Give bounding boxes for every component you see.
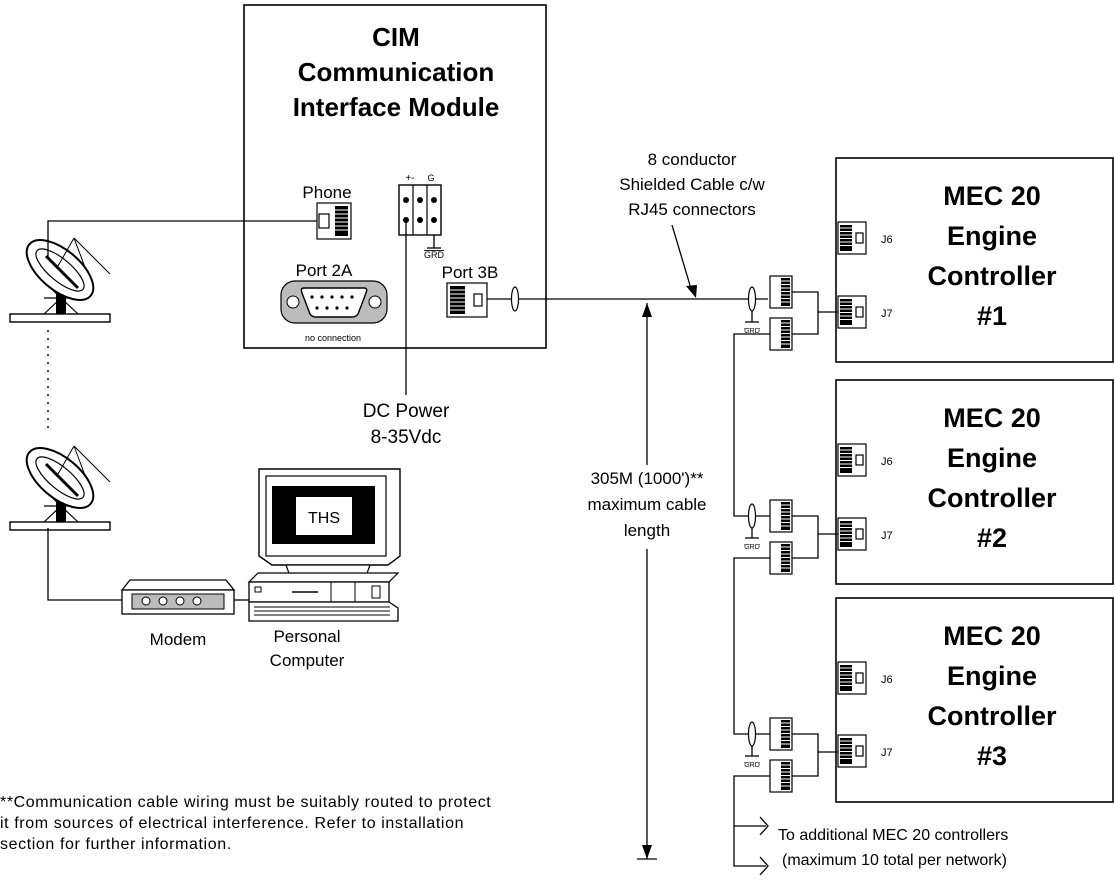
controller-3-j7-label: J7 xyxy=(881,747,893,759)
controller-1-j7-label: J7 xyxy=(881,308,893,320)
pc-screen-text: THS xyxy=(308,510,340,527)
satellite-dish-icon xyxy=(8,435,112,532)
controller-2-j6-label: J6 xyxy=(881,456,893,468)
controller-3-j6-jack xyxy=(837,661,867,695)
controller-2-line-4: #2 xyxy=(977,523,1007,553)
cable-label-line-1: 8 conductor xyxy=(648,150,737,169)
pc-label-line-1: Personal xyxy=(273,627,340,646)
daisy-chain-wires xyxy=(733,333,770,876)
dc-power-label-line-1: DC Power xyxy=(363,401,450,422)
power-polarity-label: +- xyxy=(405,173,414,184)
t-adapter-1 xyxy=(769,275,838,351)
phone-line xyxy=(47,220,317,258)
controller-2-line-1: MEC 20 xyxy=(943,403,1041,433)
t-adapter-3 xyxy=(769,717,838,793)
port-3b-jack xyxy=(446,282,488,318)
controller-1-line-3: Controller xyxy=(927,261,1056,291)
grd-label-1: GRD xyxy=(744,328,760,335)
cim-title-line-2: Communication xyxy=(298,57,494,87)
controller-1-line-1: MEC 20 xyxy=(943,181,1041,211)
grd-label-2: GRD xyxy=(744,544,760,551)
controller-2: MEC 20 Engine Controller #2 J6 J7 xyxy=(835,379,1114,585)
controller-3-line-2: Engine xyxy=(947,661,1037,691)
controller-1-line-2: Engine xyxy=(947,221,1037,251)
controller-2-j7-jack xyxy=(837,517,867,551)
cable-pointer-arrow xyxy=(671,224,697,298)
modem-line xyxy=(47,528,122,601)
cim-title-line-1: CIM xyxy=(372,22,420,52)
cim-grd-label: GRD xyxy=(424,250,445,260)
power-terminal-block xyxy=(398,184,442,236)
grd-label-3: GRD xyxy=(744,762,760,769)
cim-title-line-3: Interface Module xyxy=(293,92,500,122)
cable-length-dimension xyxy=(637,303,657,860)
cable-label-line-3: RJ45 connectors xyxy=(628,200,756,219)
cim-module: CIM Communication Interface Module Phone… xyxy=(243,4,547,349)
network-cable xyxy=(487,286,768,323)
controller-2-box xyxy=(835,379,1114,585)
controller-3-line-1: MEC 20 xyxy=(943,621,1041,651)
controller-1-j7-jack xyxy=(837,295,867,329)
personal-computer-icon xyxy=(247,468,401,622)
modem-icon xyxy=(120,579,236,615)
controller-3-j7-jack xyxy=(837,734,867,768)
additional-controllers-line-1: To additional MEC 20 controllers xyxy=(778,827,1008,844)
controller-3-j6-label: J6 xyxy=(881,674,893,686)
dc-power-label-line-2: 8-35Vdc xyxy=(371,427,442,448)
controller-1-box xyxy=(835,157,1114,363)
satellite-dish-icon xyxy=(8,227,112,324)
controller-3: MEC 20 Engine Controller #3 J6 J7 xyxy=(835,597,1114,803)
controller-2-j7-label: J7 xyxy=(881,530,893,542)
t-adapter-2 xyxy=(769,499,838,575)
controller-1-j6-jack xyxy=(837,221,867,255)
length-label-background xyxy=(548,465,748,549)
cable-label-line-2: Shielded Cable c/w xyxy=(619,175,765,194)
controller-2-line-2: Engine xyxy=(947,443,1037,473)
port-2a-note: no connection xyxy=(305,333,361,343)
controller-2-line-3: Controller xyxy=(927,483,1056,513)
power-ground-terminal-label: G xyxy=(427,173,434,183)
controller-1-j6-label: J6 xyxy=(881,234,893,246)
controller-3-line-4: #3 xyxy=(977,741,1007,771)
length-label-line-3: length xyxy=(624,521,670,540)
phone-port-label: Phone xyxy=(302,183,351,202)
modem-label: Modem xyxy=(150,630,207,649)
port-2a-label: Port 2A xyxy=(296,261,353,280)
length-label-line-2: maximum cable xyxy=(587,495,706,514)
controller-1: MEC 20 Engine Controller #1 J6 J7 xyxy=(835,157,1114,363)
pc-label-line-2: Computer xyxy=(270,651,345,670)
additional-controllers-line-2: (maximum 10 total per network) xyxy=(782,852,1007,869)
port-2a-db9-connector xyxy=(280,280,388,324)
port-3b-label: Port 3B xyxy=(442,263,499,282)
cable-routing-footnote: **Communication cable wiring must be sui… xyxy=(0,794,492,853)
controller-1-line-4: #1 xyxy=(977,301,1007,331)
controller-3-line-3: Controller xyxy=(927,701,1056,731)
controller-3-box xyxy=(835,597,1114,803)
phone-jack xyxy=(316,202,352,240)
length-label-line-1: 305M (1000')** xyxy=(591,469,704,488)
controller-2-j6-jack xyxy=(837,443,867,477)
